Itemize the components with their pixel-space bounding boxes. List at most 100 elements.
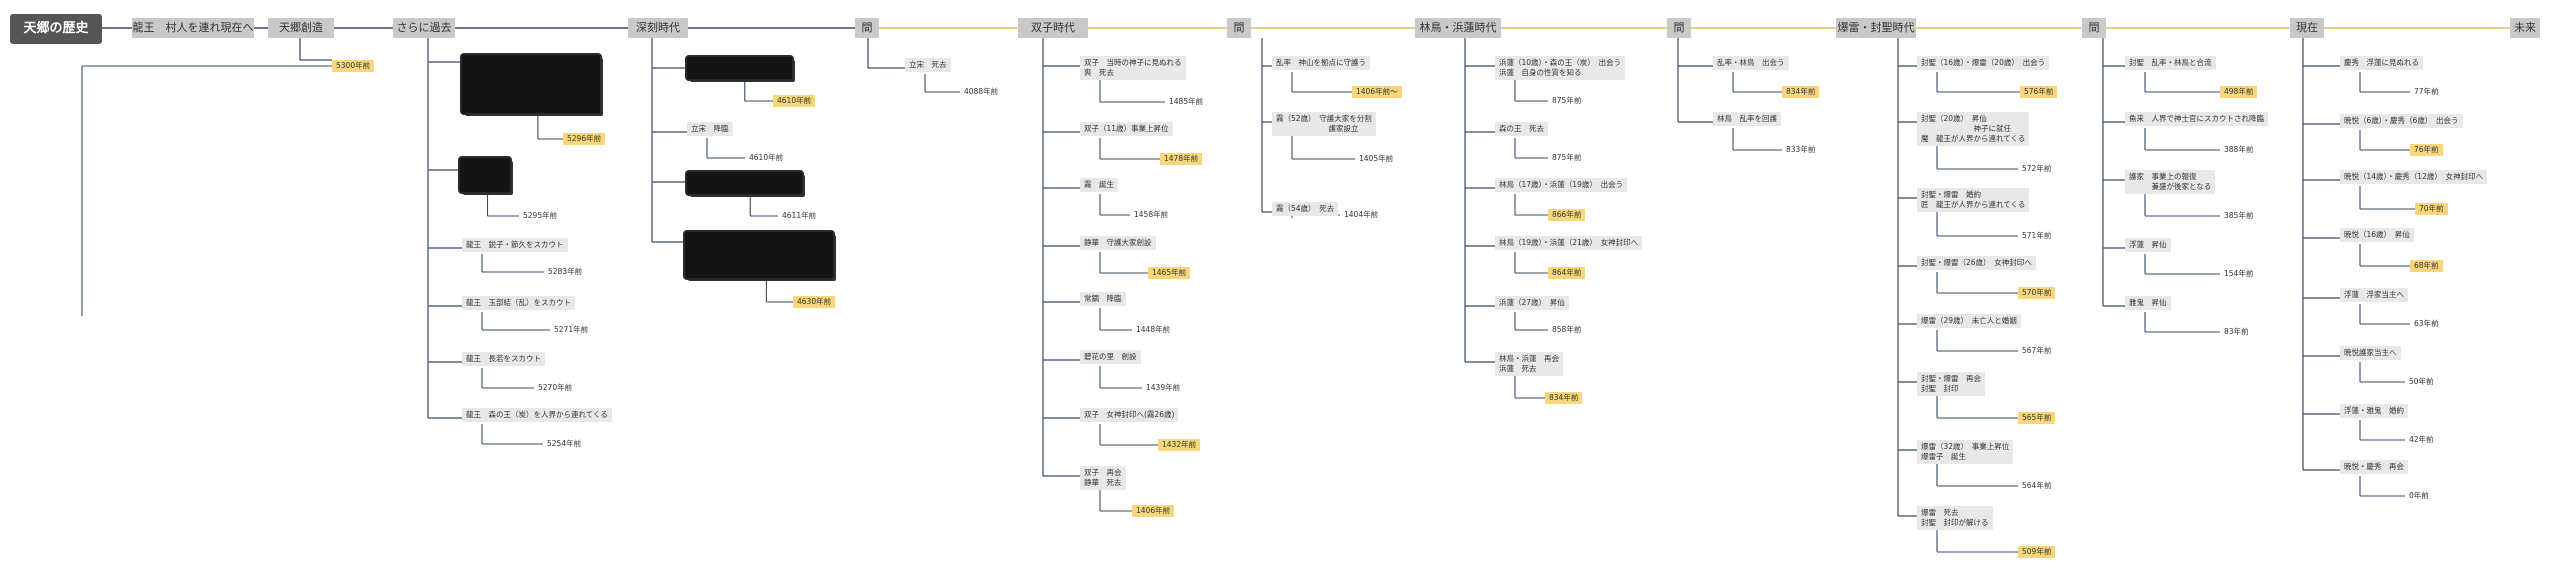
year-label-e02: 5296年前	[563, 133, 606, 145]
event-e21: 乱率 神山を拠点に守護う	[1272, 56, 1370, 70]
year-label-e50: 50年前	[2409, 377, 2434, 386]
year-label-e46: 76年前	[2410, 144, 2443, 156]
event-e17: 常鏑 降臨	[1080, 292, 1126, 306]
event-e18: 碧花の里 創設	[1080, 350, 1141, 364]
year-label-e19: 1432年前	[1158, 439, 1201, 451]
header-3: さらに過去	[393, 18, 455, 38]
page-title: 天郷の歴史	[10, 14, 102, 44]
event-e42: 護家 事業上の報復 兼盛が後家となる	[2125, 170, 2216, 194]
redacted-block	[685, 232, 833, 278]
year-label-e20: 1406年前	[1132, 505, 1175, 517]
event-e29: 林鳥・浜蓮 再会 浜蓮 死去	[1495, 352, 1563, 376]
year-label-e23: 1404年前	[1344, 210, 1379, 219]
year-label-e12: 4088年前	[964, 87, 999, 96]
event-e35: 封聖・爆雷（26歳） 女神封印へ	[1917, 256, 2036, 270]
year-label-e24: 875年前	[1552, 96, 1582, 105]
event-e19: 双子 女神封印へ(霧26歳)	[1080, 408, 1179, 422]
event-e20: 双子 再会 静華 死去	[1080, 466, 1126, 490]
event-e41: 魚来 人界で神士官にスカウトされ降臨	[2125, 112, 2268, 126]
year-label-e47: 70年前	[2415, 203, 2448, 215]
year-label-e49: 63年前	[2414, 319, 2439, 328]
event-e52: 暁悦・慶秀 再会	[2340, 460, 2408, 474]
event-e16: 静華 守護大家創設	[1080, 236, 1156, 250]
event-e36: 爆雷（29歳） 未亡人と婚姻	[1917, 314, 2021, 328]
year-label-e41: 388年前	[2224, 145, 2254, 154]
year-label-e35: 570年前	[2018, 287, 2056, 299]
header-4: 深刻時代	[628, 18, 688, 38]
year-label-e45: 77年前	[2414, 87, 2439, 96]
year-label-e48: 68年前	[2410, 260, 2443, 272]
year-label-e52: 0年前	[2409, 491, 2429, 500]
year-label-e33: 572年前	[2022, 164, 2052, 173]
event-e51: 浮蓮・雅鬼 婚約	[2340, 404, 2408, 418]
header-13: 未来	[2510, 18, 2540, 38]
year-label-e51: 42年前	[2409, 435, 2434, 444]
year-label-e32: 576年前	[2020, 86, 2058, 98]
year-label-e13: 1485年前	[1169, 97, 1204, 106]
redacted-block	[460, 158, 510, 192]
event-e31: 林鳥 乱率を回護	[1713, 112, 1781, 126]
year-label-e34: 571年前	[2022, 231, 2052, 240]
event-e27: 林鳥（19歳）・浜蓮（21歳） 女神封印へ	[1495, 236, 1643, 250]
event-e44: 雅鬼 昇仙	[2125, 296, 2171, 310]
year-label-e40: 498年前	[2220, 86, 2258, 98]
year-label-e22: 1405年前	[1359, 154, 1394, 163]
header-2: 天郷創造	[268, 18, 334, 38]
event-e12: 立宋 死去	[905, 58, 951, 72]
year-label-e14: 1478年前	[1160, 153, 1203, 165]
event-e07: 龍王 森の王（炭）を人界から連れてくる	[462, 408, 612, 422]
year-label-e03: 5295年前	[523, 211, 558, 220]
event-e45: 慶秀 浮蓮に見ぬれる	[2340, 56, 2423, 70]
event-e37: 封聖・爆雷 再会 封聖 封印	[1917, 372, 1985, 396]
year-label-e42: 385年前	[2224, 211, 2254, 220]
event-e48: 暁悦（16歳） 昇仙	[2340, 228, 2414, 242]
event-e38: 爆雷（32歳） 事業上昇位 爆雷子 誕生	[1917, 440, 2014, 464]
year-label-e08: 4610年前	[773, 95, 816, 107]
header-8: 林鳥・浜蓮時代	[1415, 18, 1501, 38]
year-label-e29: 834年前	[1545, 392, 1583, 404]
year-label-e44: 83年前	[2224, 327, 2249, 336]
year-label-e16: 1465年前	[1148, 267, 1191, 279]
event-e06: 龍王 長若をスカウト	[462, 352, 545, 366]
event-e14: 双子（11歳）事業上昇位	[1080, 122, 1173, 136]
event-e04: 龍王 鋭子・節久をスカウト	[462, 238, 568, 252]
event-e50: 暁悦護家当主へ	[2340, 346, 2401, 360]
header-12: 現在	[2290, 18, 2324, 38]
event-e46: 暁悦（6歳）・慶秀（6歳） 出会う	[2340, 114, 2463, 128]
year-label-e38: 564年前	[2022, 481, 2052, 490]
redacted-block	[687, 172, 802, 194]
redacted-block	[687, 57, 792, 79]
year-label-e10: 4611年前	[782, 211, 817, 220]
year-label-e25: 875年前	[1552, 153, 1582, 162]
event-e28: 浜蓮（27歳） 昇仙	[1495, 296, 1569, 310]
year-label-e39: 509年前	[2018, 546, 2056, 558]
event-e43: 浮蓮 昇仙	[2125, 238, 2171, 252]
header-1: 龍王 村人を連れ現在へ	[132, 18, 254, 38]
year-label-e17: 1448年前	[1136, 325, 1171, 334]
event-e05: 龍王 玉部結（乱）をスカウト	[462, 296, 575, 310]
redacted-block	[462, 55, 600, 113]
year-label-e37: 565年前	[2018, 412, 2056, 424]
header-5: 間	[855, 18, 879, 38]
year-label-e36: 567年前	[2022, 346, 2052, 355]
year-label-e31: 833年前	[1786, 145, 1816, 154]
year-label-e15: 1458年前	[1134, 210, 1169, 219]
year-label-e30: 834年前	[1782, 86, 1820, 98]
year-label-e21: 1406年前〜	[1352, 86, 1402, 98]
header-9: 間	[1667, 18, 1691, 38]
event-e30: 乱率・林鳥 出会う	[1713, 56, 1789, 70]
year-label-e01: 5300年前	[332, 60, 375, 72]
year-label-e07: 5254年前	[547, 439, 582, 448]
event-e47: 暁悦（14歳）・慶秀（12歳） 女神封印へ	[2340, 170, 2488, 184]
event-e34: 封聖・爆雷 婚約 匠 龍王が人界から連れてくる	[1917, 188, 2030, 212]
year-label-e43: 154年前	[2224, 269, 2254, 278]
event-e32: 封聖（16歳）・爆雷（20歳） 出会う	[1917, 56, 2050, 70]
event-e33: 封聖（20歳） 昇仙 神子に就任 魔 龍王が人界から連れてくる	[1917, 112, 2030, 146]
year-label-e04: 5283年前	[548, 267, 583, 276]
event-e09: 立宋 降臨	[687, 122, 733, 136]
event-e39: 爆雷 死去 封聖 封印が解ける	[1917, 506, 1993, 530]
year-label-e26: 866年前	[1548, 209, 1586, 221]
year-label-e05: 5271年前	[554, 325, 589, 334]
header-11: 間	[2082, 18, 2106, 38]
